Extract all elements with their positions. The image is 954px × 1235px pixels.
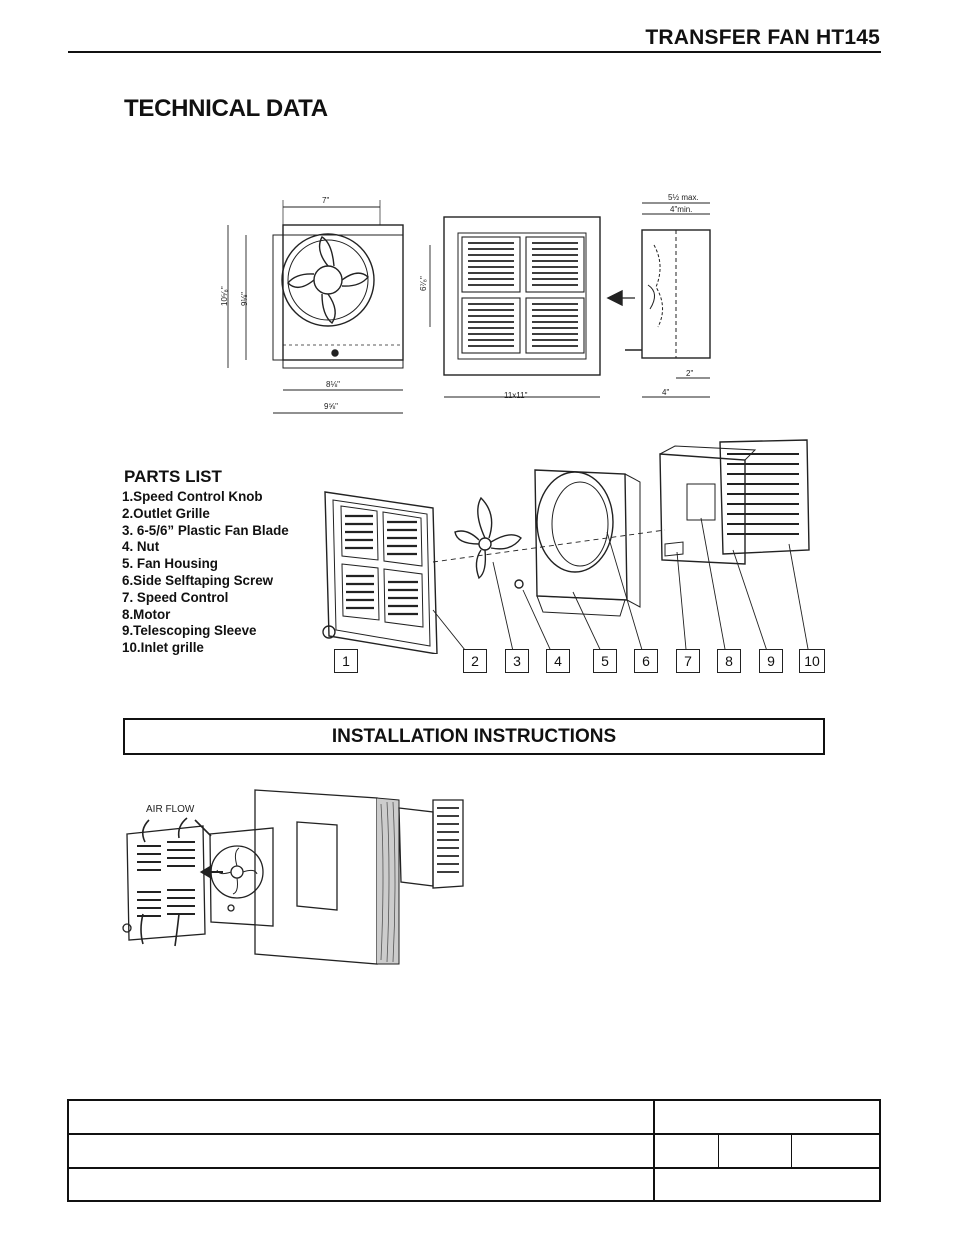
grille-view-drawing (443, 216, 601, 398)
table-divider (69, 1133, 879, 1135)
technical-data-heading: TECHNICAL DATA (124, 95, 328, 122)
dim-width-top: 7" (322, 196, 329, 205)
dim-width-inner: 8⅛" (326, 380, 340, 389)
callout-10: 10 (799, 649, 825, 673)
technical-drawing: 7" 10⁵⁄₈" 9⅛" 6⁷⁄₈" 8⅛" 9⅝" 11x11" (220, 193, 711, 414)
list-item: 10.Inlet grille (122, 640, 204, 656)
callout-3: 3 (505, 649, 529, 673)
exploded-parts-drawing (322, 439, 810, 654)
list-item: 6.Side Selftaping Screw (122, 572, 274, 588)
wall-section (254, 789, 400, 965)
table-divider (69, 1167, 879, 1169)
list-item: 7. Speed Control (122, 589, 229, 605)
inlet-grille-part (719, 439, 810, 555)
nut-part (514, 579, 524, 589)
callout-9: 9 (759, 649, 783, 673)
installation-heading: INSTALLATION INSTRUCTIONS (123, 718, 825, 755)
front-view-labels: 7" 10⁵⁄₈" 9⅛" 6⁷⁄₈" 8⅛" 9⅝" (220, 196, 428, 411)
table-divider (718, 1134, 719, 1167)
dim-depth-max: 5½ max. (668, 193, 699, 202)
list-item: 1.Speed Control Knob (122, 489, 263, 504)
table-divider (653, 1101, 655, 1200)
dim-height-outer: 10⁵⁄₈" (220, 286, 229, 306)
rear-sleeve-grille (398, 799, 464, 889)
leader-lines (432, 517, 810, 654)
airflow-label: AIR FLOW (146, 804, 195, 815)
dim-depth-base: 4" (662, 388, 669, 397)
header-rule (68, 51, 881, 53)
airflow-arrows (140, 817, 212, 947)
installed-fan (199, 827, 274, 927)
table-divider (791, 1134, 792, 1167)
callout-1: 1 (334, 649, 358, 673)
side-view-drawing (606, 202, 711, 398)
callout-2: 2 (463, 649, 487, 673)
outlet-grille-part (322, 491, 438, 654)
callout-4: 4 (546, 649, 570, 673)
fan-blade-part (454, 496, 522, 580)
front-grille (122, 825, 206, 941)
installation-drawing: AIR FLOW (122, 789, 464, 965)
dim-depth-min: 4"min. (670, 205, 692, 214)
parts-list: 1.Speed Control Knob 2.Outlet Grille 3. … (122, 489, 289, 657)
list-item: 4. Nut (122, 539, 160, 555)
dim-width-outer: 9⅝" (324, 402, 338, 411)
dim-grille-size: 11x11" (504, 391, 528, 400)
callout-7: 7 (676, 649, 700, 673)
footer-table (67, 1099, 881, 1202)
front-view-drawing (227, 200, 431, 414)
dim-height-inner: 9⅛" (240, 292, 249, 306)
list-item: 5. Fan Housing (122, 556, 218, 572)
document-title: TRANSFER FAN HT145 (645, 26, 880, 49)
dim-height-right: 6⁷⁄₈" (419, 276, 428, 291)
list-item: 3. 6-5/6” Plastic Fan Blade (122, 522, 289, 538)
parts-list-heading: PARTS LIST (124, 467, 222, 486)
side-view-labels: 5½ max. 4"min. 2" 4" (662, 193, 699, 397)
callout-6: 6 (634, 649, 658, 673)
callout-5: 5 (593, 649, 617, 673)
list-item: 8.Motor (122, 606, 171, 622)
list-item: 2.Outlet Grille (122, 505, 210, 521)
callout-8: 8 (717, 649, 741, 673)
list-item: 9.Telescoping Sleeve (122, 623, 257, 639)
fan-housing-part (534, 469, 641, 617)
dim-depth-small: 2" (686, 369, 693, 378)
